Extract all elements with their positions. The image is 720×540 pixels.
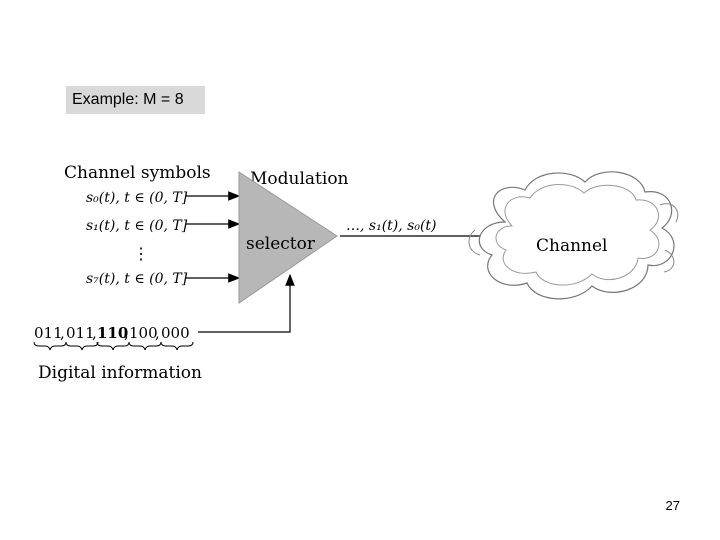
selector-triangle (238, 171, 338, 304)
bit-separator: , (60, 324, 65, 342)
output-sequence: …, s₁(t), s₀(t) (346, 218, 437, 234)
channel-label: Channel (536, 236, 608, 256)
vertical-dots: ⋮ (133, 244, 149, 263)
bit-group: 011 (34, 324, 63, 342)
bit-separator: , (92, 324, 97, 342)
bit-sequence: 011 , 011 , 110 , 100 , 000 (34, 324, 190, 342)
modulation-label: Modulation (250, 169, 349, 189)
channel-symbols-heading: Channel symbols (64, 163, 211, 183)
bit-group: 000 (161, 324, 190, 342)
bit-group: 100 (129, 324, 158, 342)
channel-cloud (468, 171, 679, 300)
bit-group: 110 (97, 324, 128, 342)
page-number: 27 (665, 498, 680, 513)
bit-group: 011 (66, 324, 95, 342)
digital-information-label: Digital information (38, 363, 202, 383)
symbol-s0: s₀(t), t ∈ (0, T] (86, 190, 188, 206)
bit-separator: , (124, 324, 129, 342)
selector-label: selector (246, 234, 316, 254)
example-label: Example: M = 8 (66, 86, 205, 114)
symbol-s7: s₇(t), t ∈ (0, T] (86, 271, 188, 287)
bits-to-selector-arrow (198, 273, 295, 333)
bit-separator: , (155, 324, 160, 342)
symbol-s1: s₁(t), t ∈ (0, T] (86, 218, 188, 234)
underbraces (33, 341, 194, 351)
